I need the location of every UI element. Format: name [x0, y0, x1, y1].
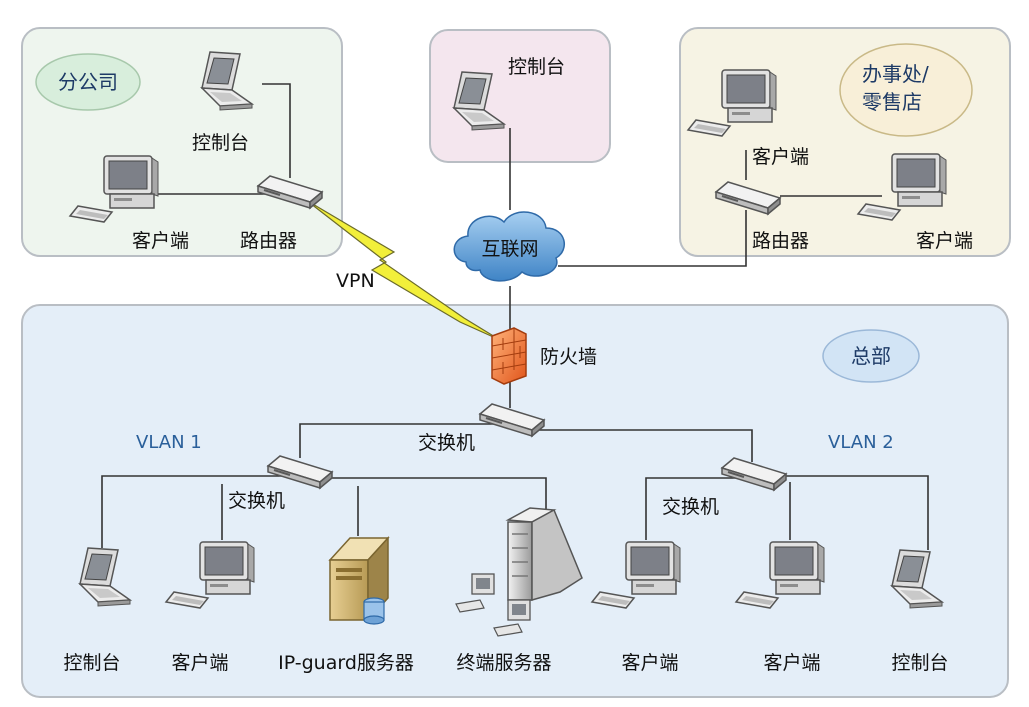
link-vlan2-right — [770, 475, 929, 550]
core-switch-label: 交换机 — [418, 432, 476, 454]
vlan1-label: VLAN 1 — [136, 432, 202, 453]
branch-zone-label: 分公司 — [58, 70, 118, 94]
hq-client1-label: 客户端 — [171, 652, 229, 674]
link-vlan2-left — [645, 477, 740, 540]
firewall-label: 防火墙 — [540, 346, 598, 368]
branch-console-label: 控制台 — [192, 132, 250, 154]
office-router-label: 路由器 — [752, 230, 810, 252]
office-badge — [839, 43, 973, 137]
top-console-label: 控制台 — [508, 56, 566, 78]
ipguard-server-label: IP-guard服务器 — [278, 652, 414, 674]
branch-router-label: 路由器 — [240, 230, 298, 252]
internet-cloud-icon — [453, 211, 566, 282]
hq-client3-label: 客户端 — [763, 652, 821, 674]
link-vlan1-left — [101, 475, 286, 548]
branch-badge — [35, 53, 141, 111]
vlan1-switch-label: 交换机 — [228, 490, 286, 512]
terminal-server-icon — [455, 507, 583, 637]
hq-zone-label: 总部 — [851, 344, 891, 368]
vlan2-label: VLAN 2 — [828, 432, 894, 453]
link-core-vlan1 — [299, 423, 498, 458]
hq-console1-label: 控制台 — [63, 652, 121, 674]
office-client-label: 客户端 — [752, 146, 810, 168]
vpn-label: VPN — [336, 270, 375, 292]
network-links — [101, 83, 929, 550]
firewall-icon — [491, 327, 527, 385]
branch-client-label: 客户端 — [132, 230, 190, 252]
link-branch-console-router — [262, 83, 291, 178]
office-zone — [679, 27, 1011, 257]
office-client2-label: 客户端 — [916, 230, 974, 252]
office-zone-label-line1: 办事处/ — [862, 62, 929, 86]
hq-console2-label: 控制台 — [891, 652, 949, 674]
link-core-vlan2 — [530, 429, 753, 462]
office-zone-label-line2: 零售店 — [862, 90, 922, 114]
link-internet-office-router — [558, 210, 747, 267]
vlan2-switch-label: 交换机 — [662, 496, 720, 518]
link-vlan1-terminal — [322, 477, 547, 510]
hq-client2-label: 客户端 — [621, 652, 679, 674]
internet-label: 互联网 — [481, 238, 539, 260]
ipguard-server-icon — [328, 536, 390, 625]
terminal-server-label: 终端服务器 — [456, 652, 552, 674]
hq-badge — [822, 329, 920, 383]
